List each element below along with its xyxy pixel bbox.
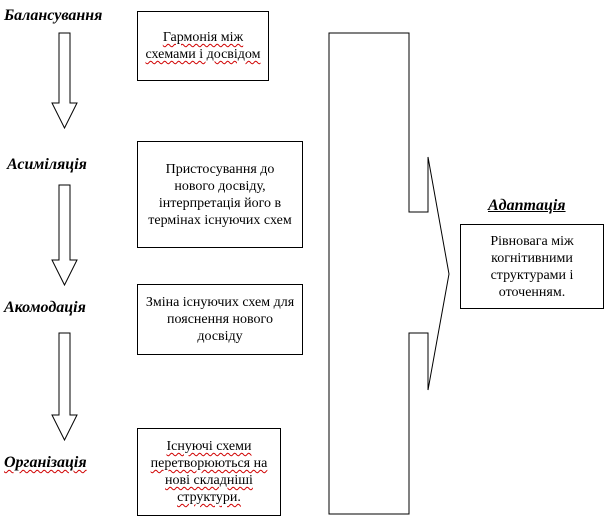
adaptation-label: Адаптація xyxy=(488,197,566,214)
down-arrow-3 xyxy=(51,332,78,442)
stage-desc-assimilation: Пристосування до нового досвіду, інтерпр… xyxy=(137,141,303,248)
stage-desc-organization: Існуючі схеми перетворюються на нові скл… xyxy=(137,428,281,516)
stage-label-accommodation: Акомодація xyxy=(4,299,86,316)
stage-desc-balancing: Гармонія між схемами і досвідом xyxy=(137,11,269,81)
stage-desc-accommodation: Зміна існуючих схем для пояснення нового… xyxy=(137,284,303,355)
stage-label-organization: Організація xyxy=(4,454,87,471)
adaptation-desc: Рівновага між когнітивними структурами і… xyxy=(460,224,604,309)
stage-label-assimilation: Асиміляція xyxy=(7,156,87,173)
down-arrow-1 xyxy=(51,32,78,130)
bracket-arrow xyxy=(328,32,450,515)
down-arrow-2 xyxy=(51,184,78,287)
stage-label-balancing: Балансування xyxy=(4,7,103,24)
